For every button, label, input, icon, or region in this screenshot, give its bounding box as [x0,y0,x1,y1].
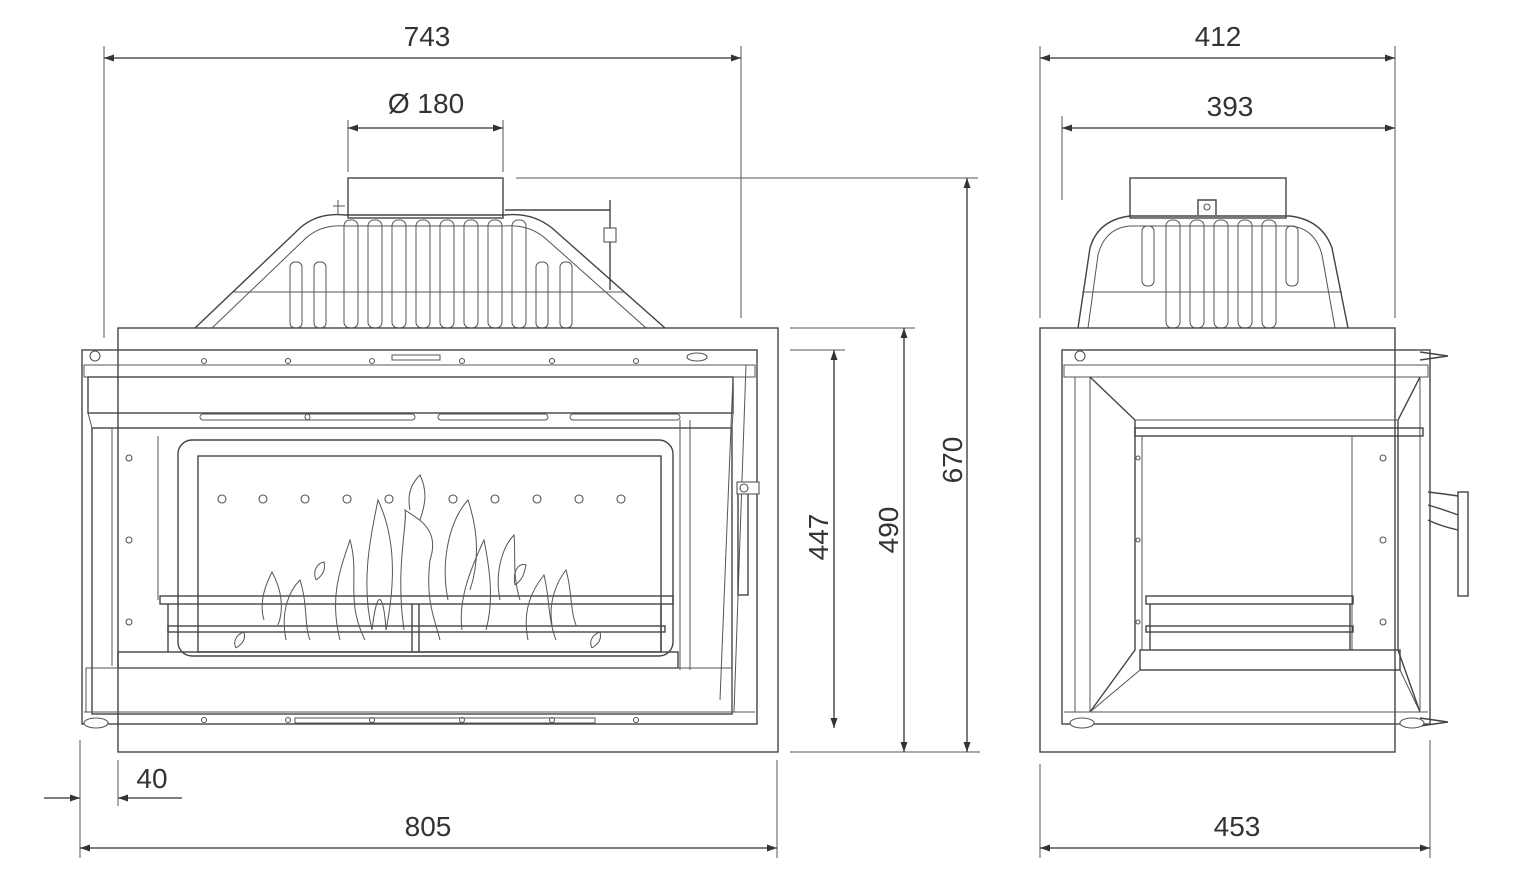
dim-front-height: 490 [873,507,904,554]
front-vent-slots [199,413,681,421]
bolt [284,357,292,365]
rivet [342,494,352,504]
hood-rib [313,261,327,329]
rivet [448,494,458,504]
dim-front-top-width: 743 [404,21,451,52]
bolt [125,454,133,462]
front-glass-rivets [217,494,626,504]
front-grate [159,595,674,652]
front-side-bracket [505,200,611,290]
front-glass [197,455,662,653]
bolt [284,716,292,724]
dim-glass-height: 447 [803,514,834,561]
hood-rib [487,219,503,329]
rivet [574,494,584,504]
bolt [1379,536,1387,544]
rivet [490,494,500,504]
front-glass-outer [177,439,674,657]
hood-rib [415,219,431,329]
rivet [258,494,268,504]
bolt [1135,537,1141,543]
hood-rib [1189,219,1205,329]
rivet [300,494,310,504]
hood-rib [535,261,549,329]
side-hood-ribs [1141,219,1299,329]
rivet [217,494,227,504]
hood-rib [367,219,383,329]
dimension-lines [44,46,1431,858]
hood-rib [1165,219,1181,329]
dim-front-bottom-width: 805 [405,811,452,842]
bolt [125,618,133,626]
side-flue-collar [1129,177,1287,219]
bolt [1379,618,1387,626]
front-hood-ribs [289,219,573,329]
hood-rib [1261,219,1277,329]
rivet [616,494,626,504]
side-view [1039,177,1469,753]
rivet [384,494,394,504]
hood-rib [463,219,479,329]
bolt [125,536,133,544]
vent-slot [569,413,681,421]
front-back-plate [117,327,779,753]
front-view [81,177,779,753]
front-flame-decoration [234,474,601,649]
bolt [632,357,640,365]
hood-rib [1285,225,1299,287]
front-frame [81,349,758,725]
front-hood [194,213,666,329]
side-back-plate [1039,327,1396,753]
vent-slot [437,413,549,421]
hood-rib [439,219,455,329]
hood-rib [391,219,407,329]
rivet [532,494,542,504]
vent-slot [304,413,416,421]
bolt [1379,454,1387,462]
bolt [458,357,466,365]
hood-rib [1141,225,1155,287]
side-door-handle[interactable] [1427,491,1469,597]
side-hood [1077,215,1349,329]
side-frame-bolts [1135,454,1387,626]
dim-total-height: 670 [937,437,968,484]
side-frame [1061,349,1431,725]
hood-rib [1237,219,1253,329]
dim-side-inner-width: 393 [1207,91,1254,122]
front-door-handle[interactable] [736,481,760,596]
bolt [368,357,376,365]
bolt [548,357,556,365]
hood-rib [289,261,303,329]
dim-flue-diameter: Ø 180 [388,88,464,119]
hood-rib [343,219,359,329]
hood-rib [559,261,573,329]
dim-side-bottom-width: 453 [1214,811,1261,842]
bolt [632,716,640,724]
bolt [1135,619,1141,625]
vent-slot [199,413,311,421]
bolt [200,357,208,365]
dim-side-top-width: 412 [1195,21,1242,52]
bolt [1135,455,1141,461]
hood-rib [511,219,527,329]
hood-rib [1213,219,1229,329]
bolt [200,716,208,724]
front-flue-collar [347,177,504,219]
dim-side-offset: 40 [136,763,167,794]
